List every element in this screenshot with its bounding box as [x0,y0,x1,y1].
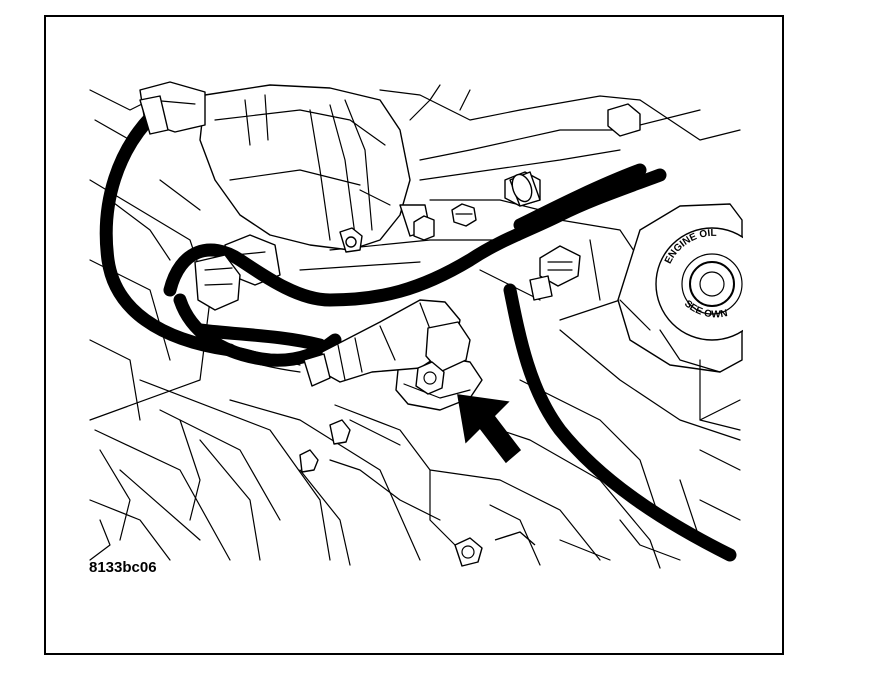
arrow-up-left-icon [458,395,520,462]
engine-block-lines [90,85,740,568]
lower-engine-lines [100,420,740,565]
knock-sensor-assembly [230,300,482,410]
wiring-harness [106,96,730,555]
oil-filler-cap [618,204,743,430]
figure-code: 8133bc06 [89,559,157,576]
